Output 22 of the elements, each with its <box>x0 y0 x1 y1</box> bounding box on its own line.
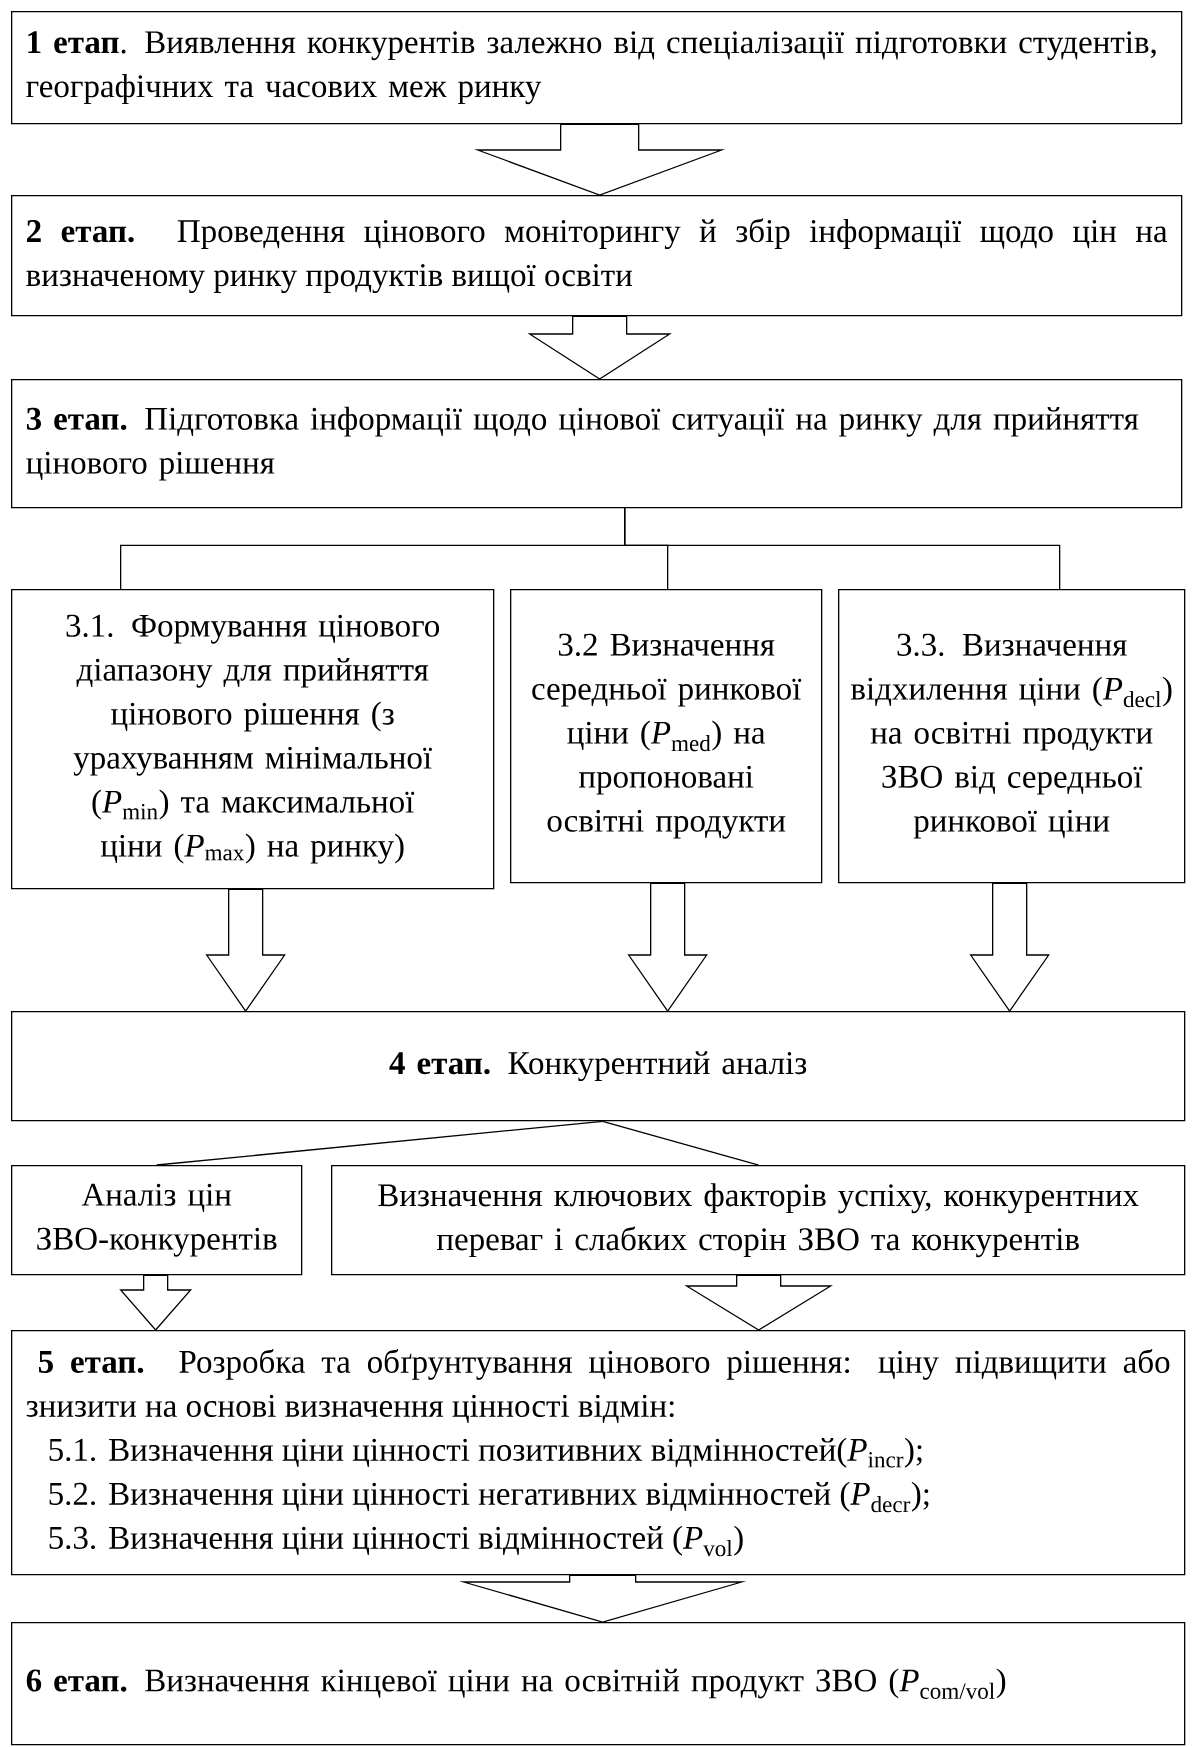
block-arrow <box>627 882 708 1013</box>
process-box: Визначення ключових факторів успіху, конкурентних переваг і слабких сторін ЗВО та конкурентів <box>331 1165 1186 1276</box>
block-arrow <box>205 888 286 1013</box>
block-arrow <box>527 315 672 380</box>
connector-line <box>624 507 1061 590</box>
block-arrow <box>119 1274 193 1331</box>
process-box: 3.1. Формування цінового діапазону для прийняття цінового рішення (з урахуванням мінімальної (P$_{min}$) та максимальної ціни (P$_{max}$) на ринку) <box>11 589 495 890</box>
connector-line <box>602 1120 760 1166</box>
process-box: 3.2 Визначення середньої ринкової ціни (P$_{med}$) на пропоновані освітні продукти <box>510 589 823 884</box>
block-arrow <box>459 1574 747 1623</box>
connector-line <box>156 1120 604 1166</box>
block-arrow <box>474 123 726 196</box>
process-box: 1 етап. Виявлення конкурентів залежно від спеціалізації підготовки студентів, географічних та часових меж ринку <box>11 11 1183 125</box>
process-box: Аналіз цін ЗВО-конкурентів <box>11 1165 303 1276</box>
process-box: 3 етап. Підготовка інформації щодо цінової ситуації на ринку для прийняття цінового рішення <box>11 379 1183 509</box>
block-arrow <box>684 1274 833 1331</box>
process-box: 4 етап. Конкурентний аналіз <box>11 1011 1186 1122</box>
process-box: 3.3. Визначення відхилення ціни (P$_{decl}$) на освітні продукти ЗВО від середньої ринкової ціни <box>838 589 1186 884</box>
process-box: 2 етап. Проведення цінового моніторингу й збір інформації щодо цін на визначеному ринку продуктів вищої освіти <box>11 195 1183 317</box>
process-box: 6 етап. Визначення кінцевої ціни на освітній продукт ЗВО (P$_{com/vol}$) <box>11 1622 1186 1746</box>
process-box: 5 етап. Розробка та обґрунтування цінового рішення: ціну підвищити або знизити на основі визначення цінності відмін: 5.1. Визначення ціни цінності позитивних відмінностей(P$_{incr}$); 5.2. Визначення ціни цінності негативних відмінностей (P$_{decr}$); 5.3. Визначення ціни цінності відмінностей (P$_{vol}$) <box>11 1330 1186 1576</box>
block-arrow <box>969 882 1050 1013</box>
